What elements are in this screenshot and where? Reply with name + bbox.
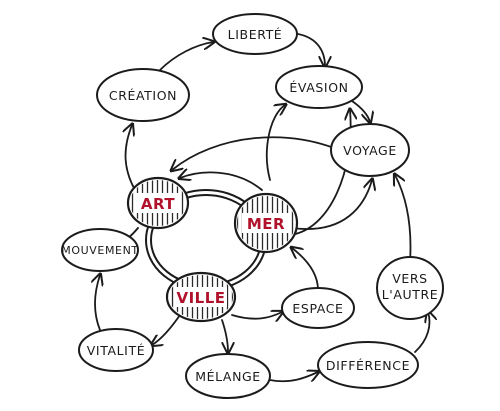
edge-mer-evasion (265, 105, 285, 181)
node-vitalite[interactable]: VITALITÉ (78, 328, 154, 372)
node-creation-label: CRÉATION (109, 88, 177, 103)
edge-melange-difference (269, 372, 318, 383)
edge-difference-vers (414, 312, 429, 353)
hub-art-label: ART (141, 195, 175, 213)
edge-vitalite-mouvement (95, 275, 100, 331)
node-melange-label: MÉLANGE (195, 369, 261, 384)
edge-evasion-voyage (351, 100, 370, 122)
edge-creation-liberte (159, 42, 213, 71)
node-evasion-label: ÉVASION (289, 80, 348, 95)
node-vers-label-line1: VERS (392, 271, 427, 286)
node-vers-l-autre[interactable]: VERS L'AUTRE (376, 256, 444, 320)
edge-voyage-art (172, 136, 351, 170)
hub-ville-label: VILLE (176, 289, 225, 307)
node-difference[interactable]: DIFFÉRENCE (317, 341, 419, 389)
edge-ville-melange (221, 319, 228, 352)
edge-ville-vitalite (152, 311, 183, 345)
node-melange[interactable]: MÉLANGE (185, 353, 271, 399)
hub-art[interactable]: ART (126, 176, 190, 230)
node-creation[interactable]: CRÉATION (96, 68, 190, 122)
node-espace[interactable]: ESPACE (281, 287, 355, 329)
edge-vers-voyage (395, 175, 412, 263)
edge-ville-espace (231, 312, 282, 319)
node-voyage[interactable]: VOYAGE (330, 123, 410, 177)
node-liberte[interactable]: LIBERTÉ (212, 13, 298, 55)
hub-mer[interactable]: MER (233, 192, 299, 254)
node-difference-label: DIFFÉRENCE (326, 358, 410, 373)
edge-espace-mer (292, 248, 319, 291)
node-liberte-label: LIBERTÉ (228, 27, 283, 42)
edge-liberte-evasion (297, 33, 325, 66)
hub-ville[interactable]: VILLE (165, 271, 237, 323)
edge-mer-voyage (291, 180, 372, 230)
edge-art-creation (126, 125, 136, 191)
node-espace-label: ESPACE (292, 301, 343, 316)
hub-mer-label: MER (247, 215, 285, 233)
node-vitalite-label: VITALITÉ (87, 343, 145, 358)
node-mouvement[interactable]: MOUVEMENT (61, 228, 139, 272)
edge-mer-evasion-loop (289, 110, 351, 236)
node-mouvement-label: MOUVEMENT (61, 244, 138, 257)
node-evasion[interactable]: ÉVASION (275, 65, 363, 109)
node-vers-label-line2: L'AUTRE (382, 287, 439, 302)
edge-mer-art (180, 172, 263, 191)
node-voyage-label: VOYAGE (343, 143, 397, 158)
